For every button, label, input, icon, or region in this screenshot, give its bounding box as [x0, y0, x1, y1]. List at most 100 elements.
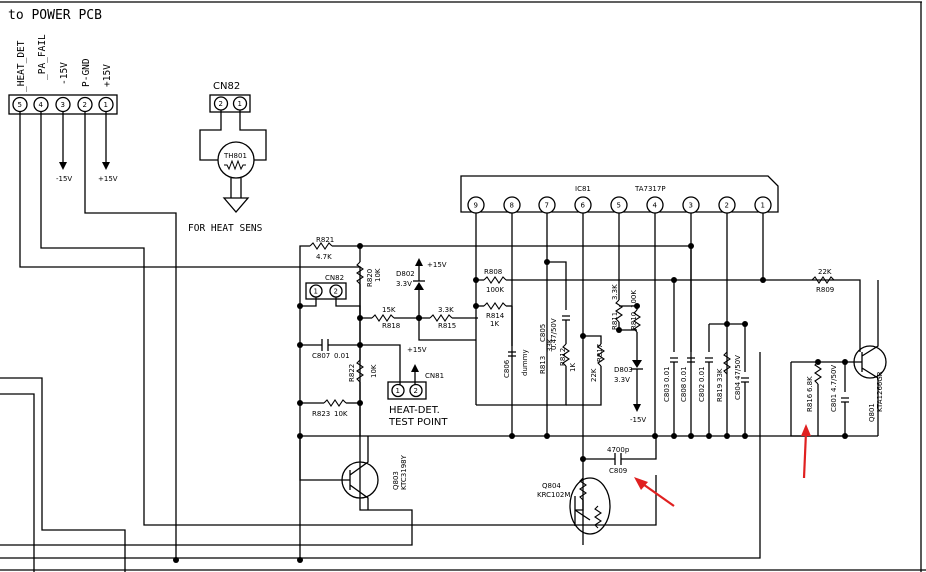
- label-pa-fail: _PA_FAIL: [37, 34, 48, 80]
- svg-text:C808: C808: [680, 384, 688, 402]
- svg-text:KTA1266GR: KTA1266GR: [876, 371, 884, 412]
- svg-text:2: 2: [219, 100, 223, 108]
- thermistor-th801: [217, 141, 255, 179]
- svg-text:1: 1: [761, 202, 765, 210]
- connector-pin-4: 4: [33, 96, 49, 113]
- ic81: IC81 TA7317P 9 8 7 6 5 4 3 2 1: [460, 175, 779, 214]
- svg-text:15K: 15K: [382, 306, 396, 314]
- wire-bottom: [0, 352, 761, 559]
- svg-text:R812: R812: [559, 348, 567, 366]
- svg-text:Q803: Q803: [392, 471, 400, 490]
- svg-text:2: 2: [334, 288, 338, 296]
- svg-text:1: 1: [396, 387, 400, 395]
- svg-text:0.01: 0.01: [680, 366, 688, 382]
- svg-text:C809: C809: [609, 467, 627, 475]
- svg-text:-15V: -15V: [630, 416, 646, 424]
- r821-label: R821: [316, 236, 334, 244]
- ic-body: [460, 175, 779, 213]
- cn82-top-connector: CN82 2 1 TH801 FOR HEAT SENS: [188, 81, 267, 234]
- svg-text:4700p: 4700p: [607, 446, 630, 454]
- q804: [569, 477, 611, 535]
- svg-text:3.3V: 3.3V: [614, 376, 630, 384]
- svg-text:D803: D803: [614, 366, 633, 374]
- svg-text:C806: C806: [503, 359, 511, 378]
- svg-text:0.47/50V: 0.47/50V: [550, 318, 558, 350]
- svg-text:100K: 100K: [630, 290, 638, 308]
- svg-text:3.3K: 3.3K: [611, 284, 619, 300]
- test-point-line2: TEST POINT: [388, 417, 448, 428]
- svg-text:R815: R815: [438, 322, 456, 330]
- svg-text:R817: R817: [596, 344, 604, 362]
- svg-text:+15V: +15V: [427, 261, 447, 269]
- svg-text:KTC3198Y: KTC3198Y: [400, 454, 408, 490]
- svg-text:5: 5: [617, 202, 621, 210]
- ic-pin-6: 6: [574, 196, 592, 214]
- r811: [615, 299, 623, 323]
- svg-text:C804: C804: [734, 381, 742, 400]
- rail-minus15: -15V: [56, 175, 72, 183]
- svg-text:0.01: 0.01: [698, 366, 706, 382]
- ic-name: IC81: [575, 185, 591, 193]
- r821-value: 4.7K: [316, 253, 332, 261]
- svg-text:1K: 1K: [490, 320, 499, 328]
- svg-text:R811: R811: [611, 312, 619, 330]
- r810: [633, 309, 641, 333]
- svg-text:6.8K: 6.8K: [806, 376, 814, 392]
- r821: [309, 242, 333, 250]
- connector-pin-2: 2: [77, 96, 93, 113]
- r820-label: R820: [366, 269, 374, 287]
- svg-text:D802: D802: [396, 270, 415, 278]
- wire-left-2: [0, 393, 35, 572]
- label-pgnd: P-GND: [81, 58, 92, 87]
- svg-text:R808: R808: [484, 268, 502, 276]
- svg-text:KRC102M: KRC102M: [537, 491, 570, 499]
- svg-text:CN82: CN82: [325, 274, 344, 282]
- svg-text:Q804: Q804: [542, 482, 561, 490]
- svg-text:10K: 10K: [370, 364, 378, 378]
- ic-pin-8: 8: [503, 196, 521, 214]
- connector-pin-5: 5: [12, 96, 28, 113]
- svg-text:C805: C805: [539, 324, 547, 342]
- svg-text:R816: R816: [806, 393, 814, 412]
- svg-text:3: 3: [689, 202, 693, 210]
- r817: [597, 343, 605, 367]
- svg-text:4.7/50V: 4.7/50V: [830, 365, 838, 392]
- label-heat-det: _HEAT_DET: [16, 40, 27, 92]
- svg-text:R809: R809: [816, 286, 834, 294]
- heat-sens-caption: FOR HEAT SENS: [188, 223, 263, 234]
- svg-text:TH801: TH801: [223, 152, 247, 160]
- svg-text:R813: R813: [539, 356, 547, 374]
- r808: [483, 276, 507, 284]
- rail-plus15: +15V: [98, 175, 118, 183]
- ic-pin-2: 2: [718, 196, 736, 214]
- svg-text:2: 2: [83, 101, 87, 109]
- svg-text:dummy: dummy: [521, 349, 529, 376]
- svg-text:33K: 33K: [546, 338, 554, 352]
- arrow-plus15: [102, 162, 110, 170]
- ic-pin-4: 4: [646, 196, 664, 214]
- svg-text:+15V: +15V: [407, 346, 427, 354]
- svg-text:0.01: 0.01: [334, 352, 350, 360]
- r814: [483, 302, 507, 310]
- svg-text:3.3V: 3.3V: [396, 280, 412, 288]
- svg-text:1K: 1K: [569, 363, 577, 372]
- label-minus15: -15V: [59, 62, 70, 85]
- annotation-arrow-r816: [801, 424, 811, 479]
- wire-left-1: [0, 377, 126, 572]
- r823: [323, 399, 347, 407]
- r819: [723, 351, 731, 375]
- connector-pin-1: 1: [98, 96, 114, 113]
- ic-pin-3: 3: [682, 196, 700, 214]
- r820-value: 10K: [374, 268, 382, 282]
- svg-text:4: 4: [653, 202, 658, 210]
- svg-text:R818: R818: [382, 322, 400, 330]
- wire-pgnd: [84, 112, 177, 560]
- r812: [562, 343, 570, 367]
- svg-text:9: 9: [474, 202, 478, 210]
- svg-text:R823: R823: [312, 410, 330, 418]
- r820: [356, 261, 364, 285]
- r818: [371, 314, 395, 322]
- svg-text:CN81: CN81: [425, 372, 444, 380]
- svg-text:3: 3: [61, 101, 65, 109]
